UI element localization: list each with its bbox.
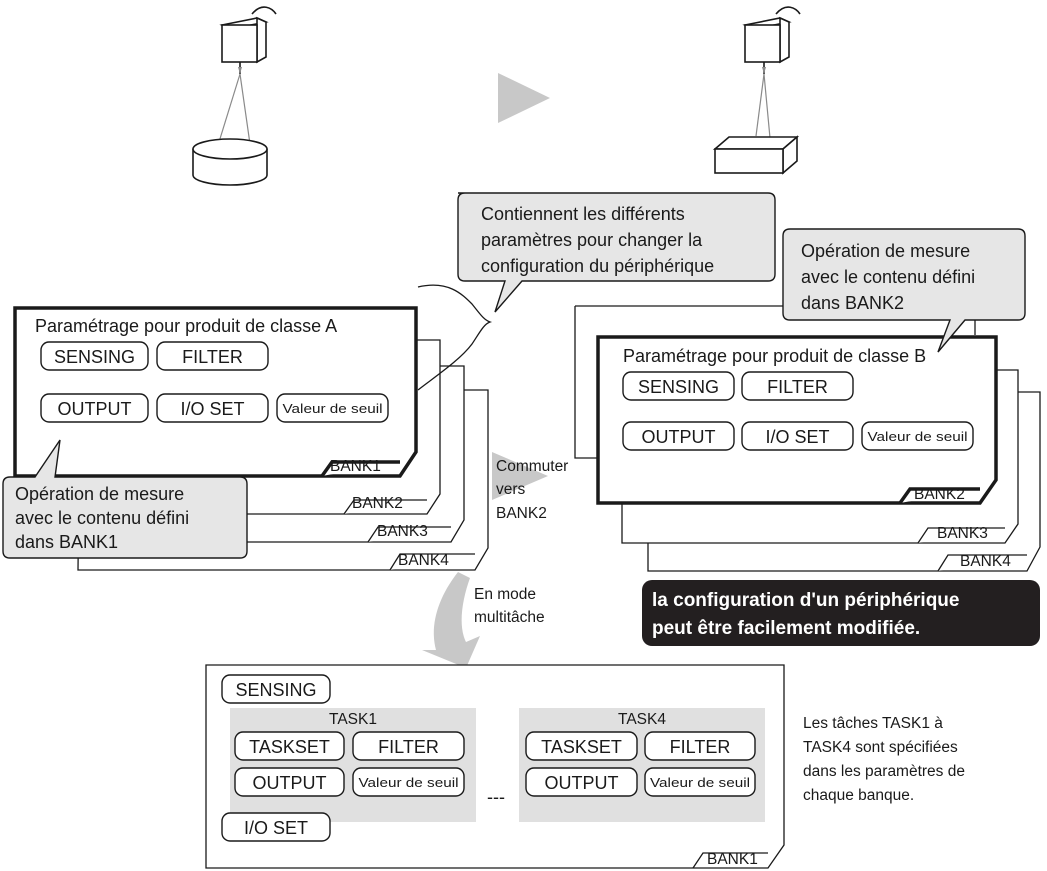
io-set-label: I/O SET: [180, 399, 244, 419]
task1-panel: [230, 708, 476, 822]
callout-bank1-line3: dans BANK1: [15, 532, 118, 552]
sensor-right-icon: [712, 6, 801, 175]
transition-arrow-icon: [498, 73, 550, 123]
task4-filter-button[interactable]: [644, 731, 756, 761]
callout-parameters: [457, 192, 776, 313]
task1-filter-label: FILTER: [378, 737, 439, 757]
switch-line2: vers: [496, 481, 526, 498]
bank1-label: BANK1: [330, 458, 381, 475]
switch-arrow-icon: [492, 452, 548, 500]
class-b-title: Paramétrage pour produit de classe B: [623, 346, 926, 366]
bank3-label: BANK3: [377, 523, 428, 540]
io-set-b-label: I/O SET: [765, 427, 829, 447]
task1-threshold-button[interactable]: [352, 767, 465, 797]
task4-taskset-button[interactable]: [525, 731, 638, 761]
banner-line2: peut être facilement modifiée.: [652, 618, 920, 639]
filter-b-label: FILTER: [767, 377, 828, 397]
threshold-label: Valeur de seuil: [283, 401, 383, 416]
dots-label: ---: [487, 787, 505, 807]
task1-filter-button[interactable]: [352, 731, 465, 761]
switch-line3: BANK2: [496, 505, 547, 522]
mt-sensing-button[interactable]: [221, 674, 331, 704]
callout-parameters-line3: configuration du périphérique: [481, 256, 714, 276]
note-line3: dans les paramètres de: [803, 763, 965, 780]
bank4-label: BANK4: [398, 552, 449, 569]
output-b-button[interactable]: [622, 421, 735, 451]
task4-output-label: OUTPUT: [545, 773, 619, 793]
note-line1: Les tâches TASK1 à: [803, 715, 943, 732]
task1-taskset-label: TASKSET: [249, 737, 330, 757]
brace-icon: [417, 284, 493, 391]
switch-line1: Commuter: [496, 458, 568, 475]
task4-threshold-button[interactable]: [644, 767, 756, 797]
multitask-bank-label: BANK1: [707, 851, 758, 868]
task1-output-label: OUTPUT: [253, 773, 327, 793]
task1-taskset-button[interactable]: [234, 731, 345, 761]
mt-io-set-button[interactable]: [221, 812, 331, 842]
task4-filter-label: FILTER: [670, 737, 731, 757]
callout-parameters-line1: Contiennent les différents: [481, 204, 685, 224]
sensor-left-icon: [192, 6, 277, 186]
callout-bank1-operation: [2, 439, 248, 559]
task4-panel: [519, 708, 765, 822]
io-set-b-button[interactable]: [741, 421, 854, 451]
task4-title: TASK4: [618, 711, 666, 728]
output-button[interactable]: [40, 393, 149, 423]
banner-line1: la configuration d'un périphérique: [652, 590, 959, 611]
task1-threshold-label: Valeur de seuil: [359, 775, 459, 790]
note-line4: chaque banque.: [803, 787, 914, 804]
task4-threshold-label: Valeur de seuil: [650, 775, 750, 790]
mt-sensing-label: SENSING: [235, 680, 316, 700]
multitask-line2: multitâche: [474, 609, 545, 626]
sensing-b-button[interactable]: [622, 371, 735, 401]
output-label: OUTPUT: [58, 399, 132, 419]
filter-button[interactable]: [156, 341, 269, 371]
bank2-label: BANK2: [352, 495, 403, 512]
io-set-button[interactable]: [156, 393, 269, 423]
output-b-label: OUTPUT: [642, 427, 716, 447]
task4-taskset-label: TASKSET: [541, 737, 622, 757]
threshold-b-label: Valeur de seuil: [868, 429, 968, 444]
callout-bank1-line2: avec le contenu défini: [15, 508, 189, 528]
banner: [642, 580, 1040, 646]
mt-io-set-label: I/O SET: [244, 818, 308, 838]
callout-bank1-line1: Opération de mesure: [15, 484, 184, 504]
filter-label: FILTER: [182, 347, 243, 367]
callout-bank2-line3: dans BANK2: [801, 293, 904, 313]
task1-output-button[interactable]: [234, 767, 345, 797]
callout-bank2-line2: avec le contenu défini: [801, 267, 975, 287]
filter-b-button[interactable]: [741, 371, 854, 401]
sensing-b-label: SENSING: [638, 377, 719, 397]
bank3-b-label: BANK3: [937, 525, 988, 542]
bank4-b-label: BANK4: [960, 553, 1011, 570]
sensing-button[interactable]: [40, 341, 149, 371]
threshold-button[interactable]: [276, 393, 389, 423]
multitask-arrow-icon: [422, 572, 480, 668]
note-line2: TASK4 sont spécifiées: [803, 739, 958, 756]
task1-title: TASK1: [329, 711, 377, 728]
class-a-title: Paramétrage pour produit de classe A: [35, 316, 337, 336]
bank2-b-label: BANK2: [914, 486, 965, 503]
threshold-b-button[interactable]: [861, 421, 974, 451]
callout-bank2-operation: [782, 228, 1026, 353]
task4-output-button[interactable]: [525, 767, 638, 797]
bank-stack-b: [574, 305, 1041, 572]
callout-parameters-line2: paramètres pour changer la: [481, 230, 703, 250]
sensing-label: SENSING: [54, 347, 135, 367]
callout-bank2-line1: Opération de mesure: [801, 241, 970, 261]
multitask-line1: En mode: [474, 586, 536, 603]
